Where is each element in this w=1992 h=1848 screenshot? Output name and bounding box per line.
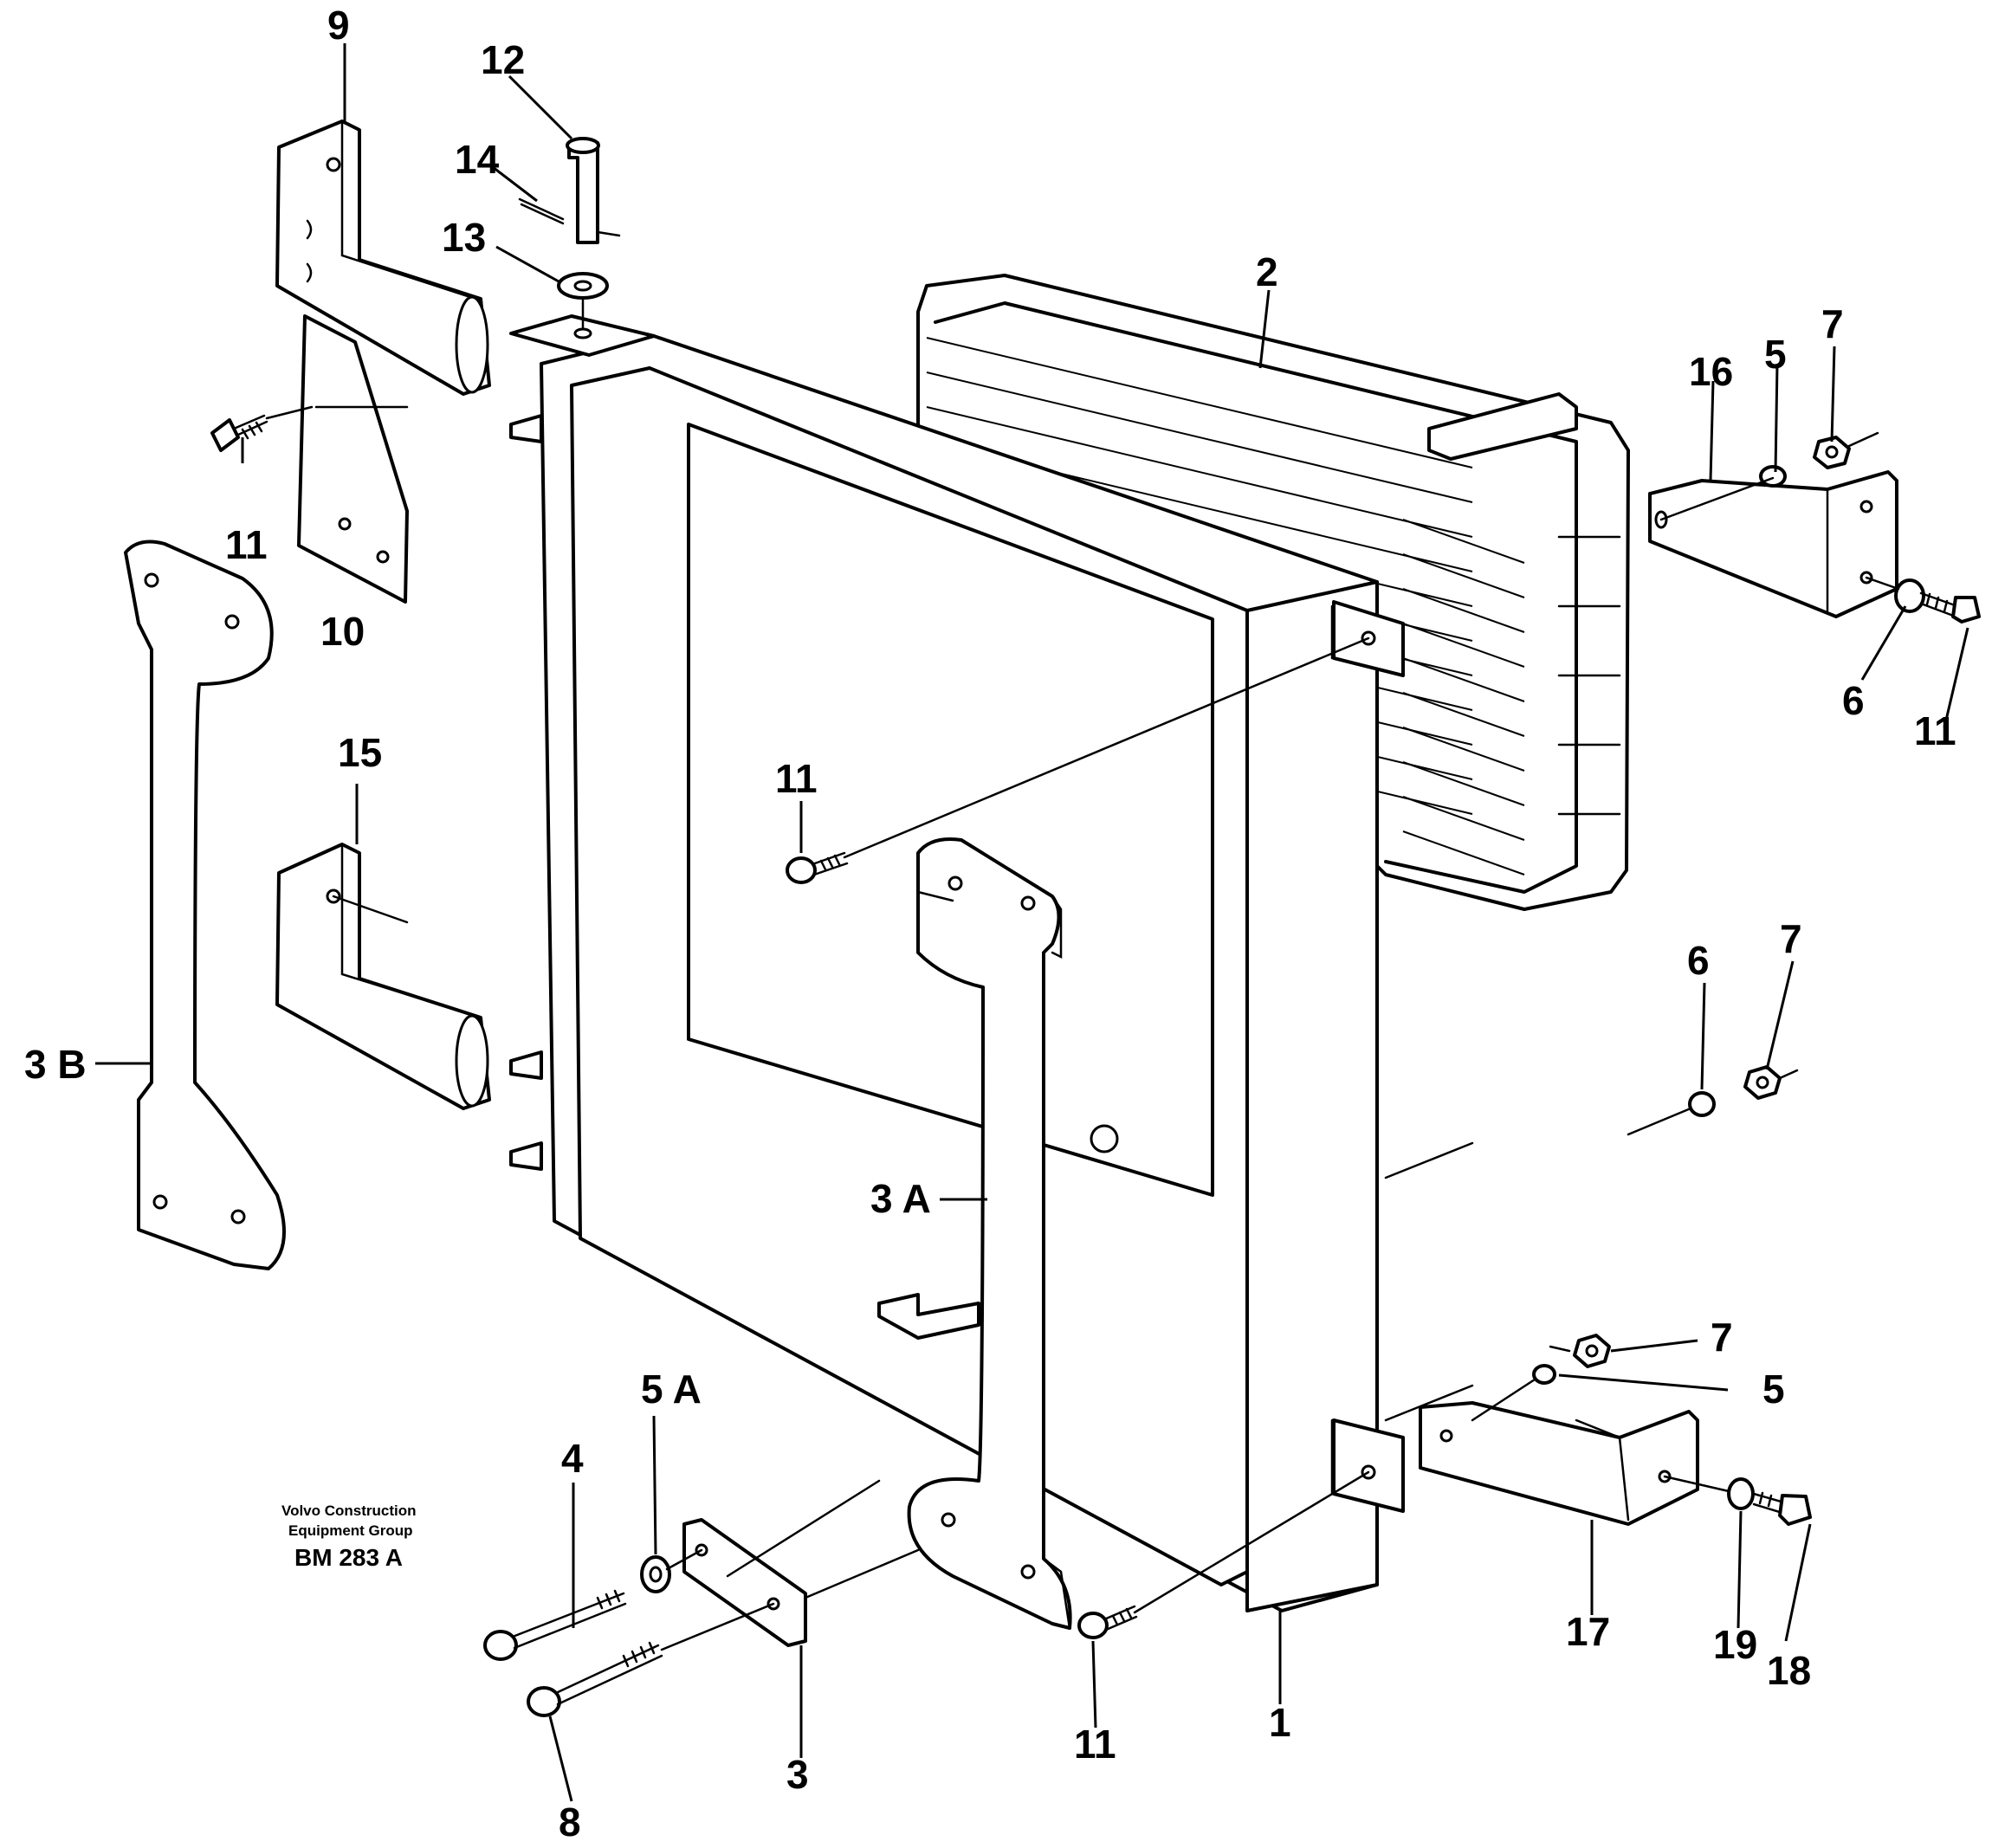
cotter-pin-14 [518, 197, 565, 225]
callout-6-mid: 6 [1687, 938, 1710, 983]
callout-9: 9 [327, 3, 350, 48]
callout-18: 18 [1767, 1648, 1811, 1693]
callout-17: 17 [1566, 1609, 1610, 1654]
callout-1: 1 [1269, 1700, 1291, 1745]
callout-7-mid: 7 [1780, 916, 1802, 961]
bracket-17 [1419, 1401, 1699, 1526]
washer-13 [557, 272, 609, 339]
washer-6-mid [1688, 1091, 1716, 1117]
callout-7-top: 7 [1821, 301, 1844, 346]
bolt-11-top-left [210, 405, 314, 452]
callout-5-low: 5 [1762, 1367, 1785, 1412]
bolt-11-right [1865, 576, 1981, 624]
callout-11-bottom: 11 [1074, 1722, 1116, 1767]
nut-7-mid [1743, 1065, 1799, 1100]
caption-company-line2: Equipment Group [288, 1522, 413, 1539]
callout-15: 15 [338, 730, 382, 775]
bolt-8 [527, 1602, 775, 1717]
bolt-11-center [786, 636, 1370, 884]
nut-7-low [1549, 1334, 1611, 1368]
bolt-4 [483, 1589, 627, 1661]
pin-12 [566, 137, 621, 244]
caption-company-line1: Volvo Construction [281, 1502, 417, 1519]
bolt-18 [1663, 1475, 1812, 1526]
radiator-frame [509, 314, 1405, 1612]
callout-12: 12 [481, 37, 525, 82]
callout-8: 8 [559, 1800, 581, 1845]
washer-5-top [1759, 465, 1787, 488]
callout-2: 2 [1256, 249, 1278, 294]
callout-3a: 3 A [870, 1176, 931, 1221]
callout-11-top-left: 11 [225, 522, 268, 567]
hinge-bracket-lower [275, 843, 491, 1110]
radiator-top-block [1427, 392, 1578, 461]
washer-6-right [1894, 578, 1925, 613]
leader-lines [95, 43, 1969, 1802]
callout-11-center: 11 [775, 756, 818, 801]
callout-5-top: 5 [1764, 332, 1787, 377]
callout-4: 4 [561, 1436, 584, 1481]
callout-6-right: 6 [1842, 678, 1865, 723]
callout-19: 19 [1713, 1622, 1757, 1667]
caption-block: Volvo Construction Equipment Group BM 28… [281, 1502, 417, 1571]
caption-drawing-code: BM 283 A [294, 1544, 403, 1571]
hinge-plate [297, 314, 409, 604]
bracket-16 [1648, 470, 1898, 618]
support-bar-3a [907, 837, 1072, 1630]
callout-16: 16 [1689, 349, 1733, 394]
callout-3: 3 [786, 1752, 809, 1797]
washer-5-low [1532, 1364, 1556, 1385]
callout-13: 13 [442, 215, 486, 260]
nut-7-top [1813, 431, 1879, 469]
washer-5a [640, 1548, 703, 1593]
bolt-11-bottom [1077, 1470, 1370, 1639]
fasteners [210, 137, 1981, 1717]
washer-19 [1727, 1477, 1755, 1510]
callout-7-low: 7 [1711, 1315, 1733, 1360]
callout-11-right: 11 [1914, 708, 1956, 753]
support-bar-3b [124, 540, 286, 1270]
callout-5a: 5 A [641, 1367, 702, 1412]
callout-10: 10 [320, 609, 365, 654]
callout-labels: 9 12 14 13 2 16 5 7 11 10 6 11 15 11 3 B… [24, 3, 1956, 1845]
hinge-bracket-upper [275, 120, 491, 396]
frame-side-panel [1245, 580, 1379, 1612]
callout-14: 14 [455, 137, 500, 182]
callout-3b: 3 B [24, 1042, 87, 1087]
